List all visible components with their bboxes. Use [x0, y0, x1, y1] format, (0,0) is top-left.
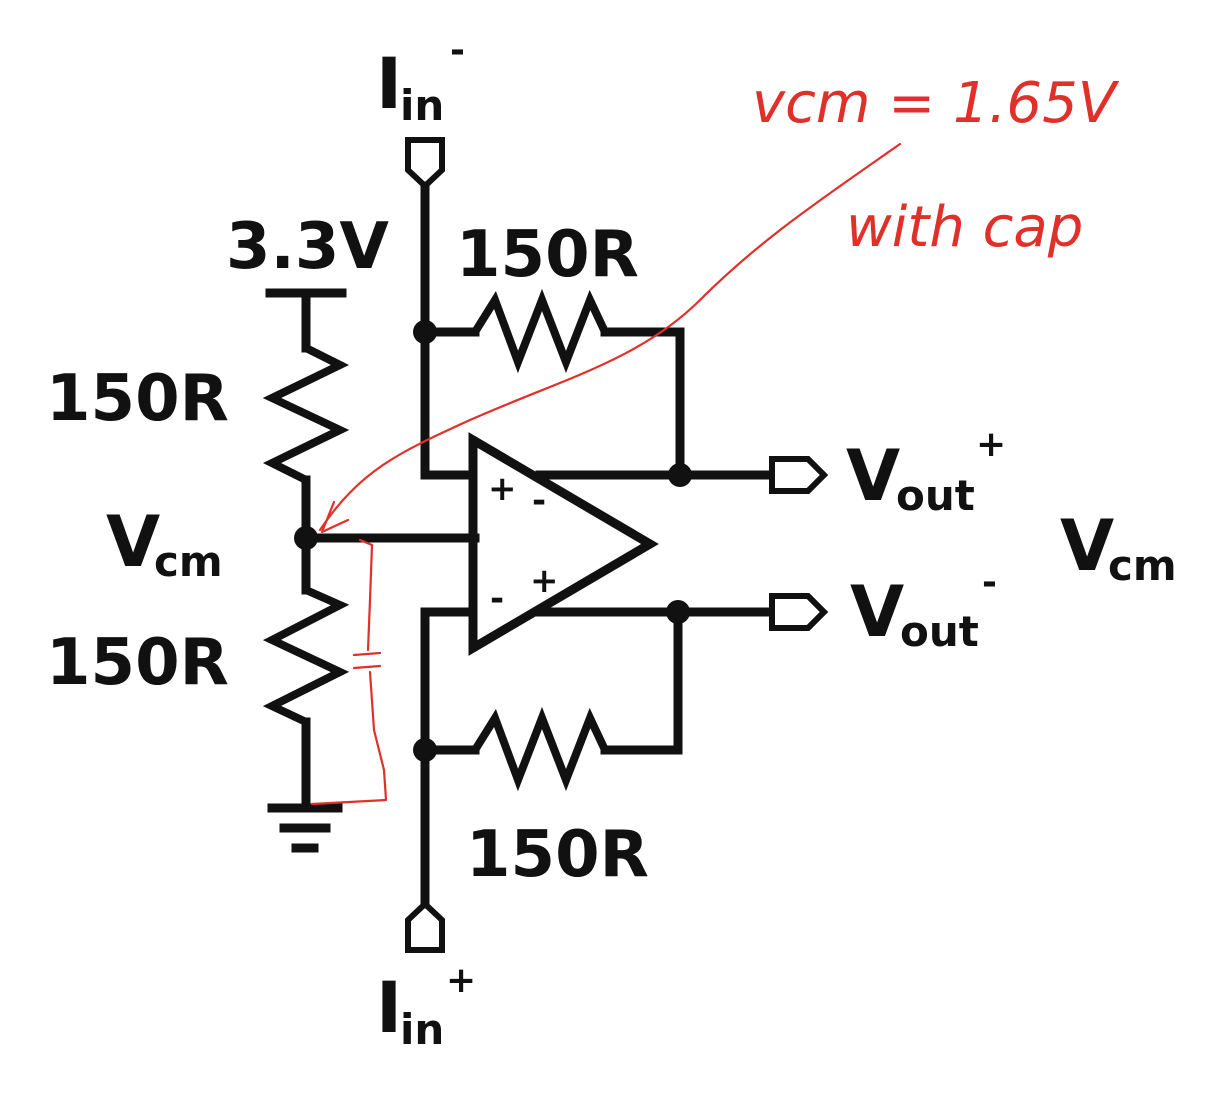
annotation-line-1: vcm = 1.65V [752, 71, 1120, 136]
svg-text:in: in [400, 1005, 444, 1054]
divider-resistor-top [262, 344, 350, 484]
svg-text:I: I [376, 43, 402, 125]
svg-text:V: V [1060, 505, 1114, 587]
svg-text:out: out [896, 471, 975, 520]
handwritten-annotation: vcm = 1.65V with cap [310, 71, 1120, 806]
iin-minus-label: I in - [376, 30, 465, 130]
ground-symbol [267, 803, 343, 853]
divider-resistor-bottom [262, 586, 350, 726]
svg-text:-: - [982, 562, 997, 603]
resistor-label-feedback-bottom: 150R [466, 818, 649, 892]
svg-text:+: + [976, 424, 1006, 465]
junction-dot [413, 320, 437, 344]
resistor-label-divider-bottom: 150R [46, 626, 229, 700]
vcm-right-label: V cm [1060, 505, 1177, 590]
svg-text:cm: cm [1108, 541, 1177, 590]
iin-plus-label: I in + [376, 960, 476, 1054]
iin-plus-port [405, 899, 445, 953]
resistor-label-divider-top: 150R [46, 362, 229, 436]
vout-plus-label: V out + [846, 424, 1006, 520]
svg-text:I: I [376, 967, 402, 1049]
opamp-in-minus-label: - [490, 579, 504, 619]
junction-dot [294, 526, 318, 550]
resistor-label-feedback-top: 150R [456, 218, 639, 292]
svg-text:V: V [106, 501, 160, 583]
opamp-out-plus-label: + [530, 561, 559, 601]
svg-text:out: out [900, 607, 979, 656]
vcm-left-label: V cm [106, 501, 223, 586]
vout-minus-port [769, 593, 829, 631]
feedback-resistor-bottom [420, 607, 683, 792]
svg-text:-: - [450, 30, 465, 71]
junction-dot [666, 600, 690, 624]
supply-voltage-label: 3.3V [226, 210, 389, 284]
svg-text:in: in [400, 81, 444, 130]
svg-text:V: V [846, 435, 900, 517]
svg-text:cm: cm [154, 537, 223, 586]
opamp-in-plus-label: + [488, 469, 517, 509]
vout-minus-label: V out - [850, 562, 997, 656]
feedback-resistor-top [420, 288, 685, 480]
annotation-arrowhead [320, 500, 350, 534]
annotation-cap-wire [310, 538, 388, 806]
annotation-arrow [318, 142, 902, 532]
opamp-out-minus-label: - [532, 481, 546, 521]
junction-dot [413, 738, 437, 762]
annotation-line-2: with cap [846, 195, 1083, 260]
svg-text:V: V [850, 571, 904, 653]
junction-dot [668, 463, 692, 487]
opamp-symbol [468, 432, 659, 656]
vout-plus-port [769, 456, 829, 494]
svg-text:+: + [446, 960, 476, 1001]
iin-minus-port [405, 137, 445, 191]
